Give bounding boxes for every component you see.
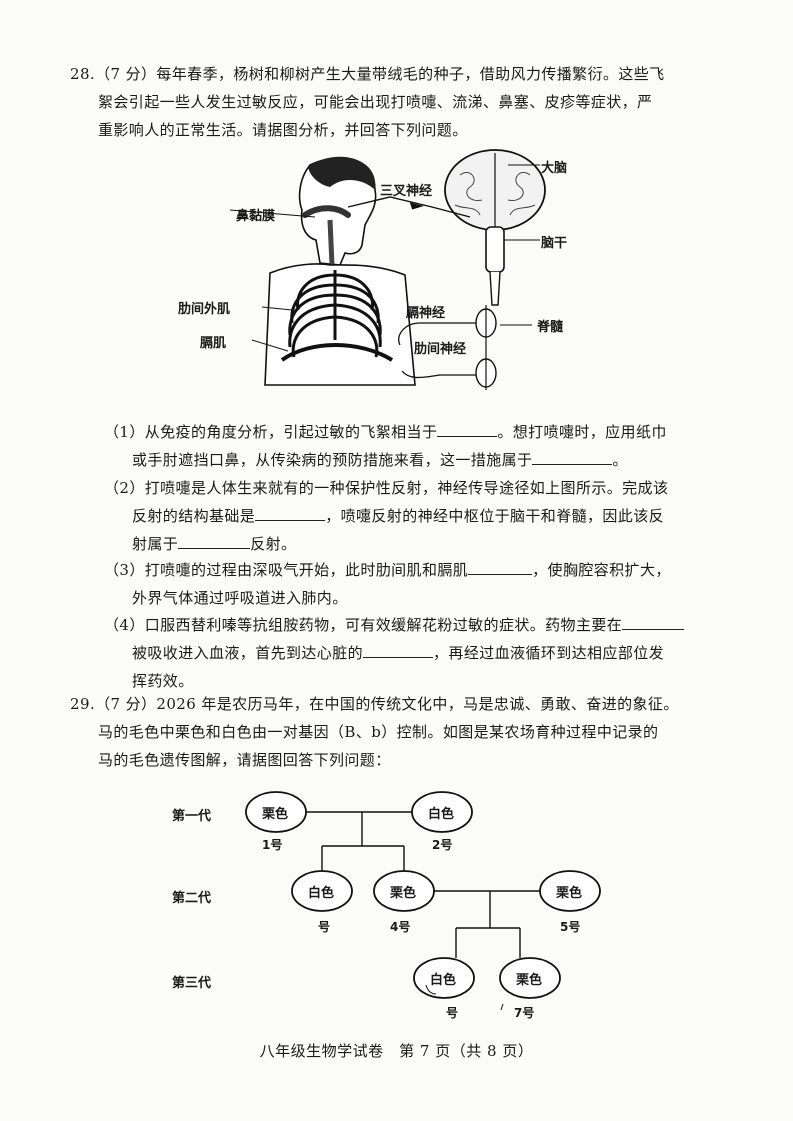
page-footer: 八年级生物学试卷 第 7 页（共 8 页） <box>259 1042 534 1060</box>
answer-blank-3[interactable] <box>255 506 326 521</box>
label-intercostal-muscle: 肋间外肌 <box>178 302 231 317</box>
node-1-label: 栗色 <box>262 807 289 822</box>
node-4-label: 栗色 <box>390 886 417 901</box>
node-3-number: 号 <box>318 920 331 934</box>
node-5-number: 5号 <box>560 920 581 934</box>
label-phrenic-nerve: 膈神经 <box>406 306 446 321</box>
q28-score: （7 分） <box>95 65 157 83</box>
q29-number: 29. <box>70 695 96 713</box>
node-3-label: 白色 <box>308 886 335 901</box>
node-7-number: 7号 <box>514 1006 535 1020</box>
q28-number: 28. <box>70 65 96 83</box>
sneeze-reflex-figure <box>229 149 546 390</box>
q29-intro-line3: 马的毛色遗传图解，请据图回答下列问题： <box>98 751 391 769</box>
node-7-label: 栗色 <box>516 973 543 988</box>
label-nasal-mucosa: 鼻黏膜 <box>236 209 276 224</box>
gen-2-label: 第二代 <box>172 891 212 906</box>
brainstem-shape <box>485 226 505 273</box>
pedigree-lines <box>306 811 540 958</box>
label-spinal-cord: 脊髓 <box>537 320 564 335</box>
q28-intro-line1: 每年春季，杨树和柳树产生大量带绒毛的种子，借助风力传播繁衍。这些飞 <box>156 65 665 83</box>
answer-blank-1[interactable] <box>437 422 498 437</box>
q28-sub2-text-e: 反射。 <box>250 535 297 553</box>
answer-blank-4[interactable] <box>178 534 251 549</box>
answer-blank-2[interactable] <box>532 450 613 465</box>
q28-sub2-text-b: 反射的结构基础是 <box>132 507 256 525</box>
q28-sub2: （2）打喷嚏是人体生来就有的一种保护性反射，神经传导途径如上图所示。完成该 反射… <box>104 474 724 558</box>
node-6-shape <box>413 957 475 999</box>
gen-3-label: 第三代 <box>172 976 212 991</box>
node-2-label: 白色 <box>428 807 455 822</box>
answer-blank-7[interactable] <box>363 643 434 658</box>
q28-sub2-text-d: 射属于 <box>132 535 179 553</box>
q28-sub3-text-c: 外界气体通过呼吸道进入肺内。 <box>132 589 348 607</box>
answer-blank-6[interactable] <box>622 615 685 630</box>
q28-sub3: （3）打喷嚏的过程由深吸气开始，此时肋间肌和膈肌 ，使胸腔容积扩大， 外界气体通过… <box>104 556 724 612</box>
q28-sub1-text-b: 。想打喷嚏时，应用纸巾 <box>497 423 667 441</box>
q28-sub1-text-a: （1）从免疫的角度分析，引起过敏的飞絮相当于 <box>104 423 438 441</box>
q29-intro-line1: 2026 年是农历马年，在中国的传统文化中，马是忠诚、勇敢、奋进的象征。 <box>156 695 679 713</box>
q29-intro: 29.（7 分）2026 年是农历马年，在中国的传统文化中，马是忠诚、勇敢、奋进… <box>70 690 710 774</box>
phrenic-path <box>398 322 476 346</box>
q28-sub4: （4）口服西替利嗪等抗组胺药物，可有效缓解花粉过敏的症状。药物主要在 被吸收进入… <box>104 611 724 695</box>
gen-1-label: 第一代 <box>172 809 212 824</box>
node-1-number: 1号 <box>262 838 283 852</box>
hair <box>308 156 376 190</box>
label-trigeminal-nerve: 三叉神经 <box>380 184 433 199</box>
q28-intro-line2: 絮会引起一些人发生过敏反应，可能会出现打喷嚏、流涕、鼻塞、皮疹等症状，严 <box>98 93 653 111</box>
q28-sub1: （1）从免疫的角度分析，引起过敏的飞絮相当于 。想打喷嚏时，应用纸巾 或手肘遮挡口… <box>104 418 724 474</box>
node-6-label: 白色 <box>430 973 457 988</box>
diaphragm-shape <box>280 343 394 362</box>
q28-sub4-text-a: （4）口服西替利嗪等抗组胺药物，可有效缓解花粉过敏的症状。药物主要在 <box>104 616 623 634</box>
q29-score: （7 分） <box>95 695 157 713</box>
q28-sub1-text-d: 。 <box>612 451 628 469</box>
node-2-number: 2号 <box>432 838 453 852</box>
pedigree-diagram <box>245 791 601 1011</box>
q28-intro-line3: 重影响人的正常生活。请据图分析，并回答下列问题。 <box>98 121 468 139</box>
q28-sub4-text-b: 被吸收进入血液，首先到达心脏的 <box>132 644 364 662</box>
q28-sub2-text-c: ，喷嚏反射的神经中枢位于脑干和脊髓，因此该反 <box>325 507 665 525</box>
node-5-label: 栗色 <box>556 886 583 901</box>
label-diaphragm: 膈肌 <box>200 336 227 351</box>
label-brainstem: 脑干 <box>541 236 568 251</box>
node-7-shape <box>499 957 561 999</box>
q28-sub3-text-b: ，使胸腔容积扩大， <box>532 561 671 579</box>
q29-intro-line2: 马的毛色中栗色和白色由一对基因（B、b）控制。如图是某农场育种过程中记录的 <box>98 723 659 741</box>
q28-sub4-text-c: ，再经过血液循环到达相应部位发 <box>433 644 665 662</box>
intercostal-path <box>401 370 476 379</box>
q28-intro: 28.（7 分）每年春季，杨树和柳树产生大量带绒毛的种子，借助风力传播繁衍。这些… <box>70 60 710 144</box>
q28-sub2-text-a: （2）打喷嚏是人体生来就有的一种保护性反射，神经传导途径如上图所示。完成该 <box>104 479 669 497</box>
q28-sub4-text-d: 挥药效。 <box>132 672 194 690</box>
answer-blank-5[interactable] <box>468 560 533 575</box>
q28-sub3-text-a: （3）打喷嚏的过程由深吸气开始，此时肋间肌和膈肌 <box>104 561 469 579</box>
label-cerebrum: 大脑 <box>541 161 568 176</box>
trigeminal-path <box>347 196 471 218</box>
node-6-number: 号 <box>446 1006 459 1020</box>
torso-outline <box>264 263 416 386</box>
q28-sub1-text-c: 或手肘遮挡口鼻，从传染病的预防措施来看，这一措施属于 <box>132 451 533 469</box>
node-4-number: 4号 <box>390 920 411 934</box>
label-intercostal-nerve: 肋间神经 <box>414 342 467 357</box>
